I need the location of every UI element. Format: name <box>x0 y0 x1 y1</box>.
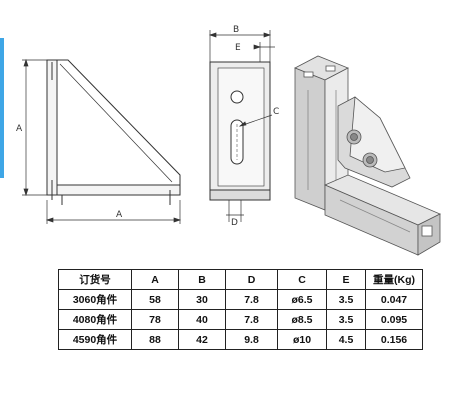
table-cell: 58 <box>131 289 179 310</box>
header-cell: C <box>277 269 327 290</box>
dim-label-a-horizontal: A <box>116 210 123 220</box>
table-cell: 30 <box>178 289 226 310</box>
table-cell: 0.047 <box>365 289 423 310</box>
table-cell: 3060角件 <box>58 289 132 310</box>
table-cell: 3.5 <box>326 289 366 310</box>
accent-bar <box>0 38 4 178</box>
table-cell: 88 <box>131 329 179 350</box>
header-cell: E <box>326 269 366 290</box>
table-cell: 0.095 <box>365 309 423 330</box>
dim-label-a-vertical: A <box>16 124 23 134</box>
header-cell: 订货号 <box>58 269 132 290</box>
dim-label-c: C <box>273 107 279 117</box>
header-cell: B <box>178 269 226 290</box>
isometric-assembly <box>294 55 441 256</box>
side-dimensions <box>22 58 182 224</box>
front-dimensions <box>208 30 275 222</box>
technical-drawing: A A B E C D <box>16 25 441 256</box>
spec-table: 订货号 A B D C E 重量(Kg) 3060角件 58 30 7.8 ø6… <box>58 269 423 350</box>
table-row: 4080角件 78 40 7.8 ø8.5 3.5 0.095 <box>58 309 423 330</box>
dim-label-e: E <box>235 43 241 53</box>
table-cell: 0.156 <box>365 329 423 350</box>
table-cell: 40 <box>178 309 226 330</box>
table-cell: 78 <box>131 309 179 330</box>
header-cell: 重量(Kg) <box>365 269 423 290</box>
dim-label-b: B <box>233 25 239 35</box>
table-cell: ø6.5 <box>277 289 327 310</box>
front-view <box>209 61 271 201</box>
table-cell: 4590角件 <box>58 329 132 350</box>
dim-label-d: D <box>231 218 238 228</box>
table-cell: 7.8 <box>225 289 278 310</box>
side-view <box>46 59 181 205</box>
table-header-row: 订货号 A B D C E 重量(Kg) <box>58 269 423 290</box>
table-cell: ø8.5 <box>277 309 327 330</box>
table-cell: 4.5 <box>326 329 366 350</box>
table-cell: ø10 <box>277 329 327 350</box>
table-cell: 42 <box>178 329 226 350</box>
table-row: 4590角件 88 42 9.8 ø10 4.5 0.156 <box>58 329 423 350</box>
header-cell: D <box>225 269 278 290</box>
table-cell: 9.8 <box>225 329 278 350</box>
table-cell: 3.5 <box>326 309 366 330</box>
table-cell: 7.8 <box>225 309 278 330</box>
header-cell: A <box>131 269 179 290</box>
table-cell: 4080角件 <box>58 309 132 330</box>
table-row: 3060角件 58 30 7.8 ø6.5 3.5 0.047 <box>58 289 423 310</box>
